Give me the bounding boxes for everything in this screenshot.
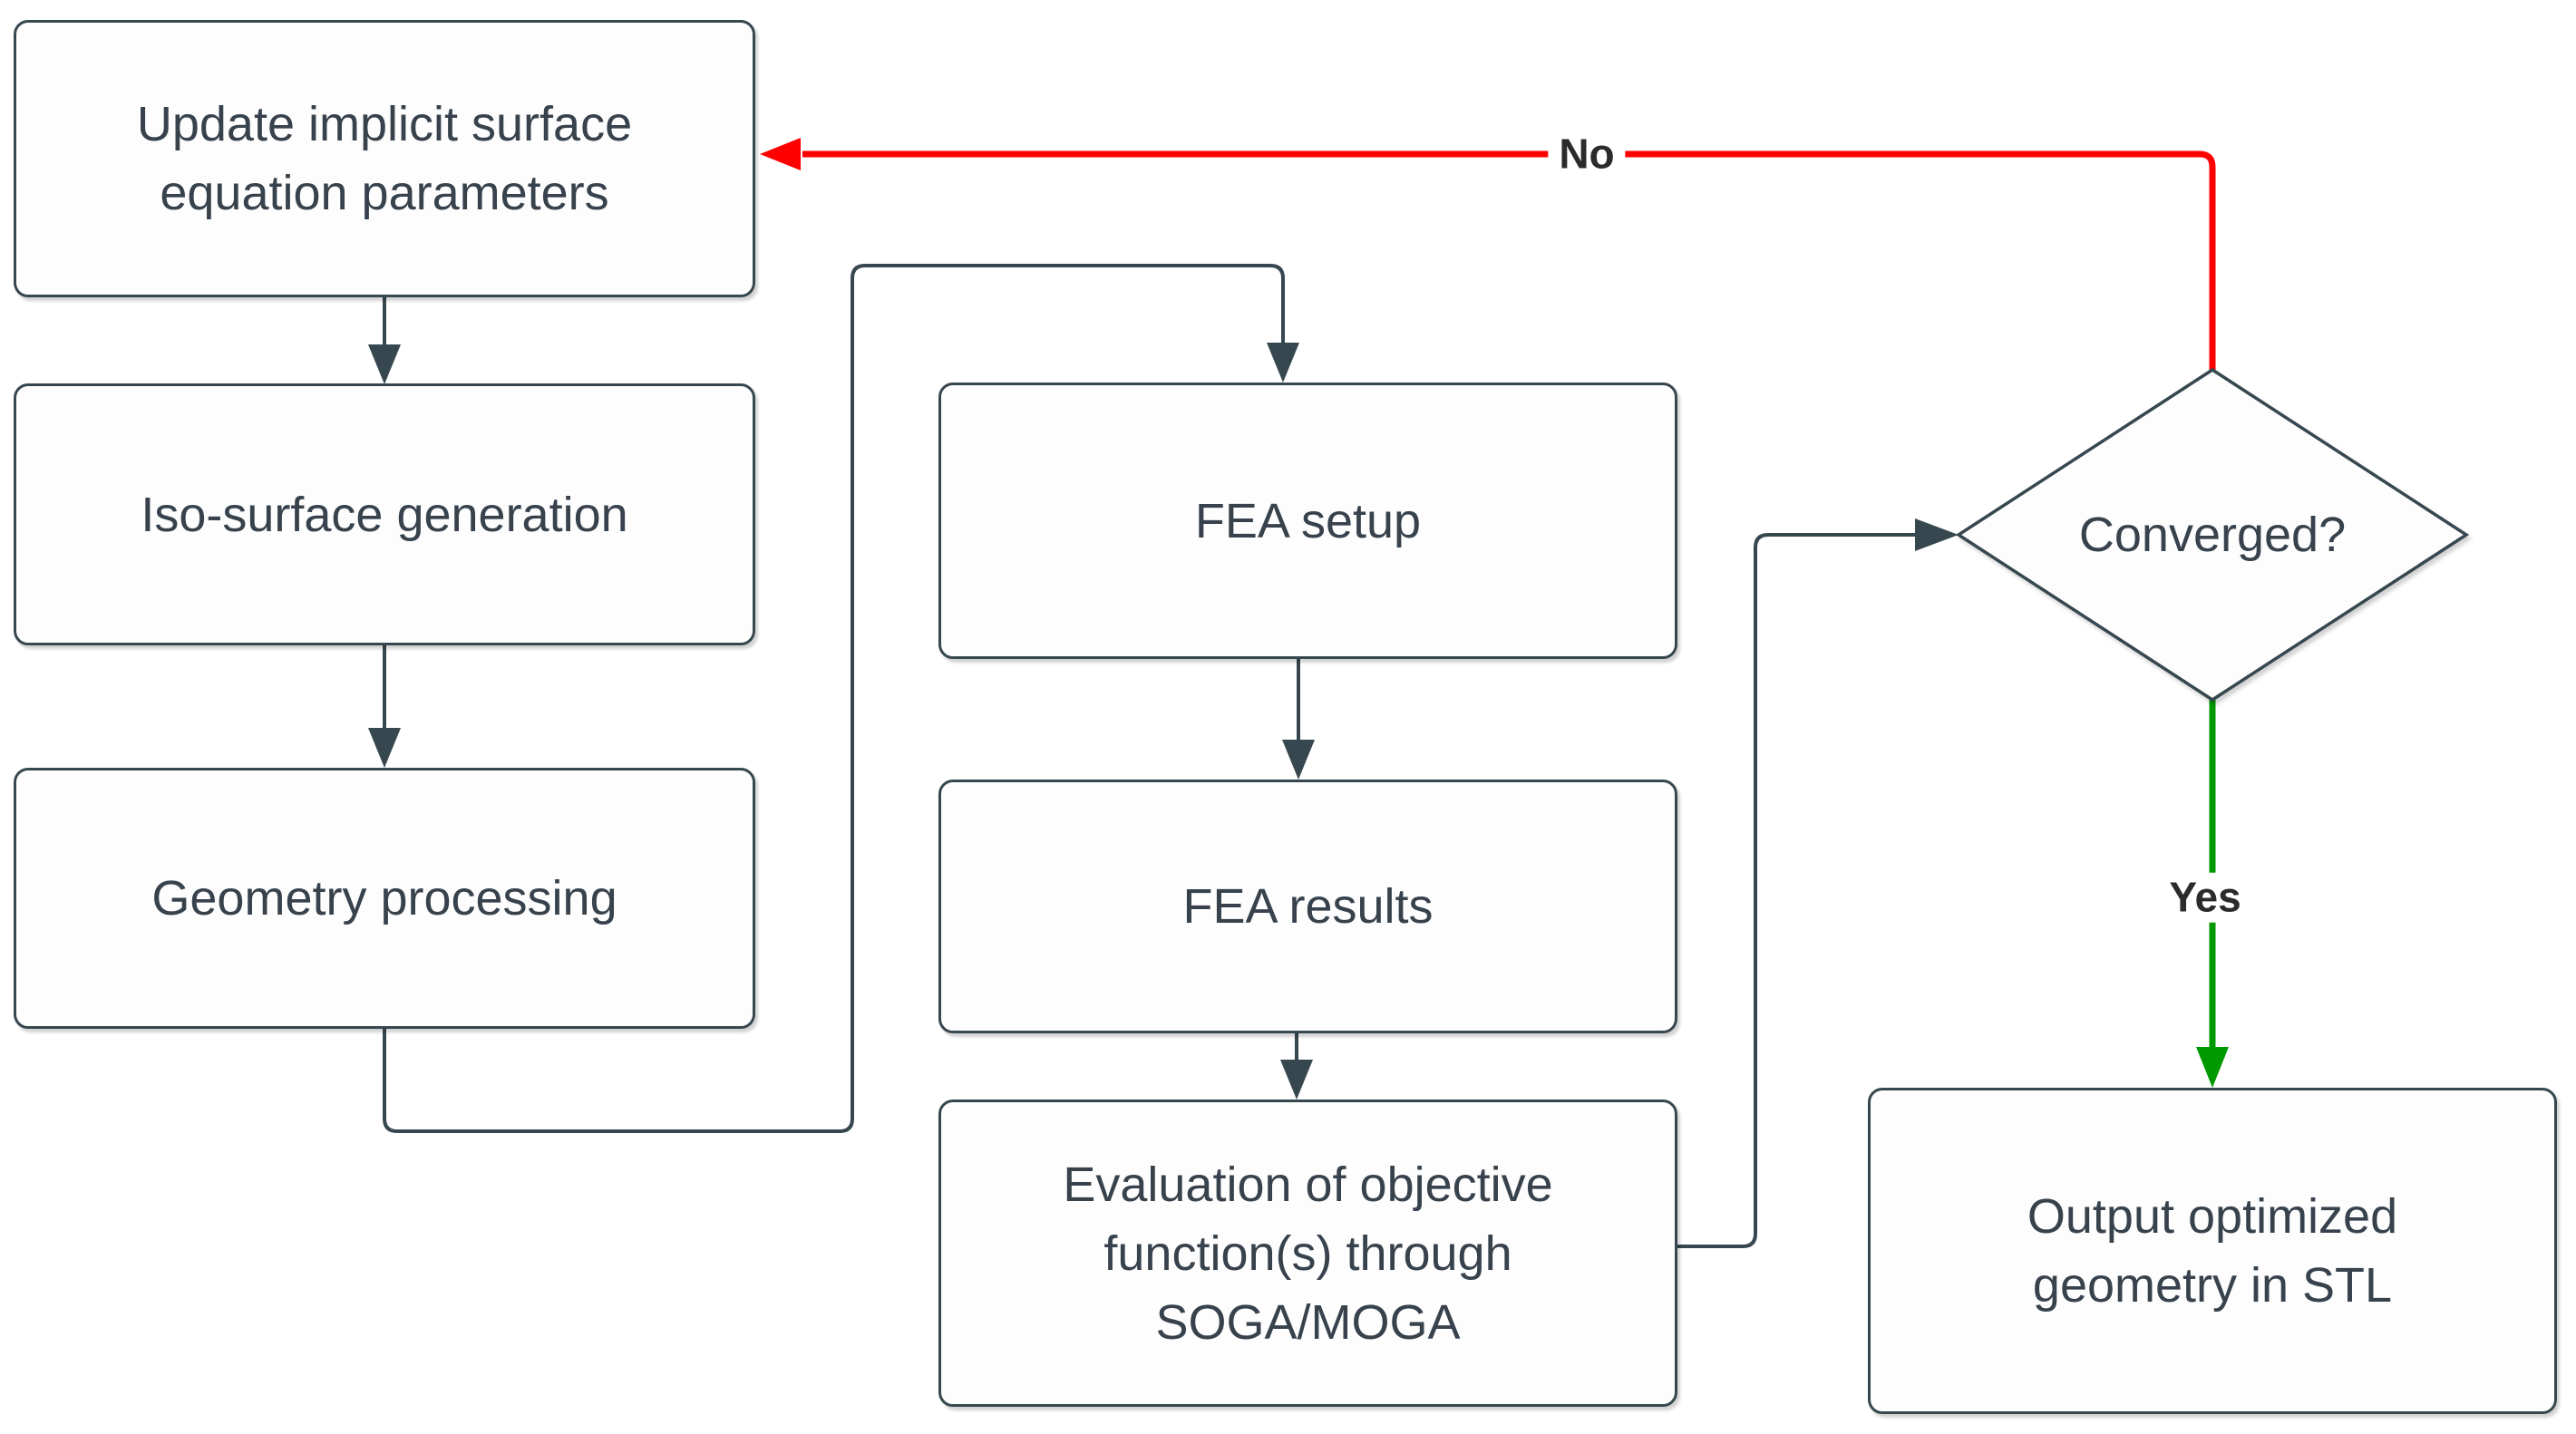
edge-geometry-to-feasetup-line (383, 264, 1285, 1133)
edge-feasetup-to-fearesults-arrowhead (1282, 740, 1315, 780)
node-fea-setup: FEA setup (938, 383, 1677, 659)
edge-no-arrowhead (760, 138, 801, 170)
edge-yes-arrowhead (2196, 1047, 2229, 1088)
edge-geometry-to-feasetup-arrowhead (1267, 343, 1299, 383)
node-iso-surface: Iso-surface generation (14, 383, 755, 645)
node-fea-results-label: FEA results (1182, 879, 1434, 934)
node-update-params-label: Update implicit surface equation paramet… (136, 97, 633, 220)
node-fea-results: FEA results (938, 780, 1677, 1033)
edge-fearesults-to-evaluation-arrowhead (1280, 1060, 1313, 1100)
edge-evaluation-to-converged-line (1677, 533, 1917, 1248)
node-evaluation-label: Evaluation of objective function(s) thro… (1063, 1157, 1553, 1350)
edge-label-no: No (1548, 129, 1626, 179)
edge-update-to-iso-arrowhead (368, 344, 401, 384)
edge-label-yes: Yes (2158, 872, 2252, 923)
node-evaluation: Evaluation of objective function(s) thro… (938, 1100, 1677, 1407)
node-output-label: Output optimized geometry in STL (2027, 1189, 2398, 1313)
node-converged-diamond (1955, 367, 2470, 702)
edge-no-line (802, 150, 2216, 370)
node-geometry-processing-label: Geometry processing (151, 871, 617, 925)
edge-evaluation-to-converged-arrowhead (1915, 518, 1959, 551)
edge-iso-to-geometry-arrowhead (368, 728, 401, 768)
node-converged-label: Converged? (2078, 508, 2347, 562)
node-fea-setup-label: FEA setup (1194, 493, 1422, 548)
node-geometry-processing: Geometry processing (14, 768, 755, 1029)
node-update-params: Update implicit surface equation paramet… (14, 20, 755, 297)
node-iso-surface-label: Iso-surface generation (141, 487, 628, 542)
node-output: Output optimized geometry in STL (1868, 1088, 2557, 1414)
